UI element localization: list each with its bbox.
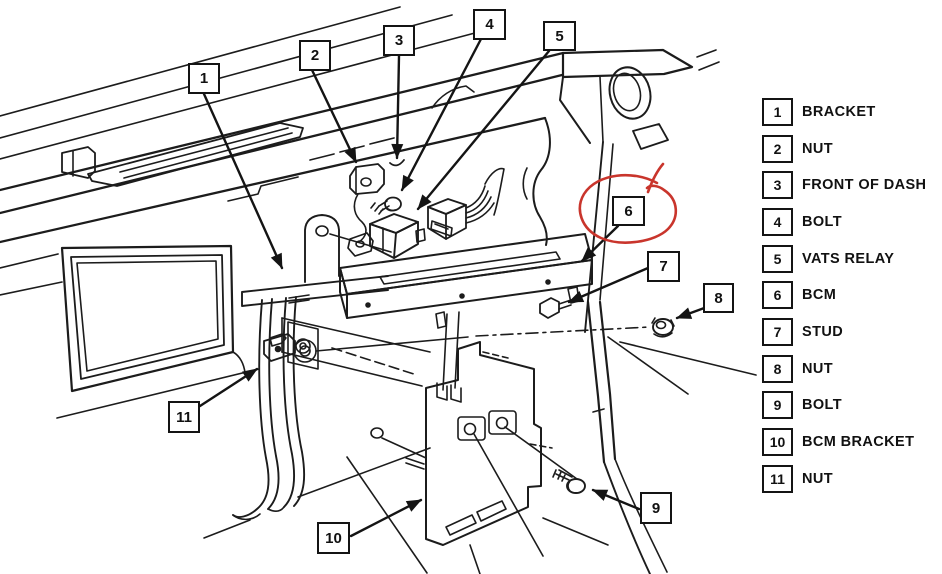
callout-number: 10	[325, 529, 342, 547]
callout-number: 8	[714, 289, 723, 307]
callout-box-10: 10	[317, 522, 350, 554]
callout-number: 9	[651, 499, 661, 517]
legend-number-box: 11	[762, 465, 793, 493]
callout-box-11: 11	[168, 401, 200, 433]
legend-label: BOLT	[802, 214, 842, 230]
callout-box-1: 1	[188, 63, 220, 94]
instrument-cluster-opening-drawing	[56, 244, 260, 419]
legend-label: STUD	[802, 324, 844, 340]
legend-row-9: 9 BOLT	[762, 391, 842, 419]
legend-row-3: 3 FRONT OF DASH	[762, 171, 926, 199]
bcm-bracket-drawing	[297, 341, 578, 574]
steering-column-drawing	[203, 296, 469, 539]
callout-number: 5	[555, 27, 564, 45]
legend-number-box: 8	[762, 355, 793, 383]
legend-row-6: 6 BCM	[762, 281, 836, 309]
legend-number-box: 10	[762, 428, 793, 456]
harness-connector-drawing	[427, 167, 505, 240]
callout-box-5: 5	[543, 21, 576, 51]
legend-row-5: 5 VATS RELAY	[762, 245, 894, 273]
callout-box-6: 6	[612, 196, 645, 226]
legend-number-box: 7	[762, 318, 793, 346]
callout-box-8: 8	[703, 283, 734, 313]
callout-number: 1	[199, 70, 209, 87]
legend-row-10: 10 BCM BRACKET	[762, 428, 914, 456]
legend-row-8: 8 NUT	[762, 355, 833, 383]
legend-label: FRONT OF DASH	[802, 177, 927, 193]
legend-number-box: 2	[762, 135, 793, 163]
callout-number: 7	[659, 258, 668, 275]
legend-number-box: 3	[762, 171, 793, 199]
vats-relay-drawing	[369, 213, 426, 259]
support-frame-drawing	[281, 311, 460, 391]
callout-number: 6	[624, 202, 633, 220]
legend-row-7: 7 STUD	[762, 318, 843, 346]
callout-box-9: 9	[640, 492, 672, 524]
legend-label: BCM	[802, 287, 837, 303]
fasteners-right-drawing	[331, 297, 675, 494]
legend-label: BOLT	[802, 397, 842, 413]
fasteners-top-drawing	[347, 159, 405, 257]
legend-label: BCM BRACKET	[802, 434, 915, 450]
callout-number: 3	[394, 32, 404, 49]
legend-label: NUT	[802, 361, 834, 377]
legend-number-box: 9	[762, 391, 793, 419]
callout-box-2: 2	[299, 40, 331, 71]
legend-number-box: 4	[762, 208, 793, 236]
legend-number-box: 5	[762, 245, 793, 273]
legend-row-2: 2 NUT	[762, 135, 833, 163]
legend-label: BRACKET	[802, 104, 876, 120]
legend-row-11: 11 NUT	[762, 465, 833, 493]
legend-label: NUT	[802, 471, 834, 487]
legend-label: NUT	[802, 141, 834, 157]
callout-arrows	[198, 37, 709, 538]
legend-number-box: 6	[762, 281, 793, 309]
red-circle-annotation	[578, 162, 678, 244]
callout-box-4: 4	[473, 9, 506, 40]
dash-panel-drawing	[0, 6, 757, 574]
callout-box-3: 3	[383, 25, 415, 56]
callout-number: 2	[310, 47, 320, 64]
legend-number-box: 1	[762, 98, 793, 126]
legend-label: VATS RELAY	[802, 251, 895, 267]
callout-number: 4	[485, 16, 494, 33]
callout-number: 11	[176, 408, 192, 426]
legend-row-4: 4 BOLT	[762, 208, 842, 236]
callout-box-7: 7	[647, 251, 680, 282]
legend-row-1: 1 BRACKET	[762, 98, 876, 126]
